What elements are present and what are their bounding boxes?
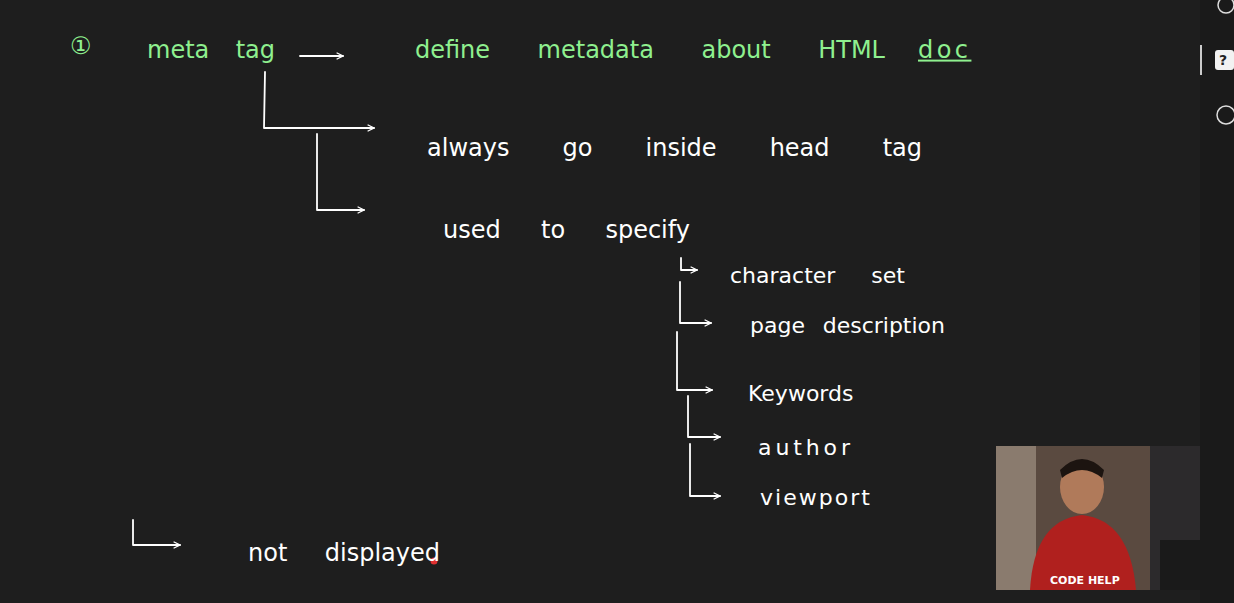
note-text: ① [70,32,92,61]
branch-arrow [681,258,697,270]
branch-arrow [688,396,720,437]
branch-arrow [680,282,711,323]
note-text: viewport [760,485,872,511]
arrow [300,55,343,57]
sidebar [1200,0,1234,603]
branch-arrow [133,520,180,545]
sidebar-icon [1218,0,1234,13]
note-text: used to specify [443,216,690,245]
note-text: Keywords [748,381,853,407]
branch-arrow [690,444,720,496]
help-icon [1215,50,1234,70]
webcam-inset [996,446,1200,590]
note-text: doc [918,36,971,65]
help-icon-text: ? [1219,52,1227,69]
branch-arrow [264,72,374,128]
note-text: not displayed [248,539,440,568]
note-text: meta tag [147,36,275,65]
shirt-logo: CODE HELP [1050,574,1120,587]
note-text: define metadata about HTML [415,36,885,65]
note-text: character set [730,263,905,289]
note-text: page description [750,313,945,339]
branch-arrow [677,332,712,390]
sidebar-icon [1217,106,1234,124]
branch-arrow [317,134,364,210]
note-text: author [758,435,854,461]
sidebar-marker [1200,45,1202,75]
note-text: always go inside head tag [427,134,922,163]
